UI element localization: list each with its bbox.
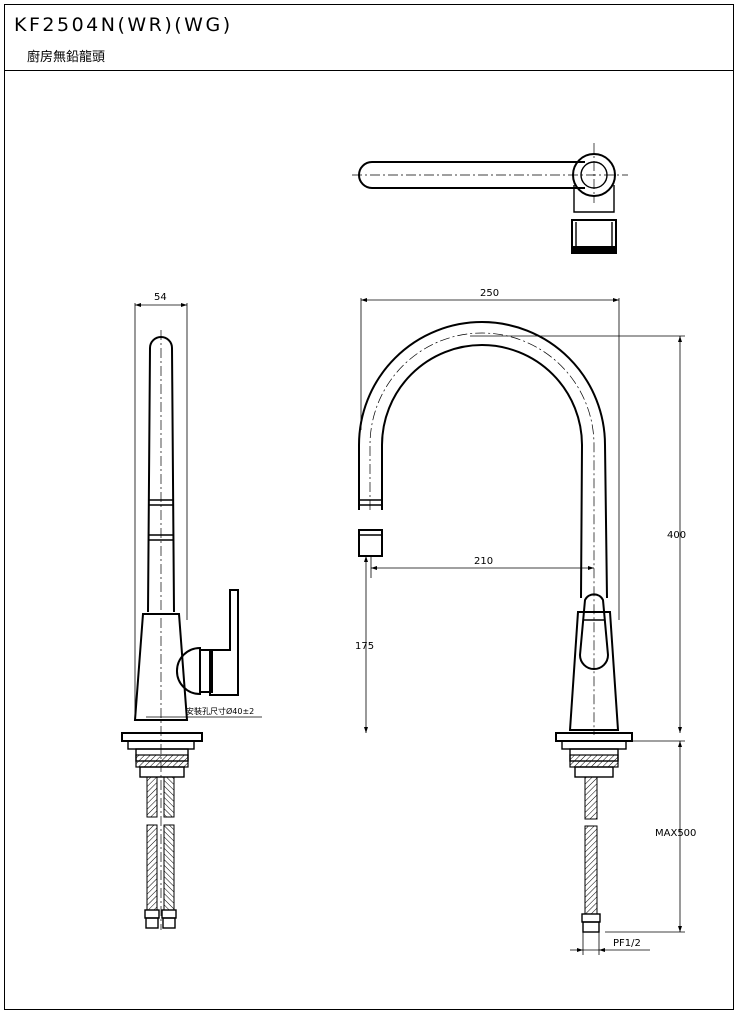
dim-inlet-thread: PF1/2 [613, 938, 641, 949]
side-view: 54 安裝孔尺寸Ø40±2 [121, 292, 262, 930]
mounting-hole-label: 安裝孔尺寸Ø40±2 [186, 706, 254, 716]
header-separator [4, 70, 734, 71]
dim-total-height: 400 [667, 530, 686, 541]
dim-side-width: 54 [154, 292, 167, 303]
model-number: KF2504N(WR)(WG) [14, 14, 233, 36]
dim-spout-reach: 250 [480, 288, 499, 299]
dim-hose-length: MAX500 [655, 828, 696, 839]
dim-aerator-height: 175 [355, 641, 374, 652]
dim-aerator-to-center: 210 [474, 556, 493, 567]
product-subtitle: 廚房無鉛龍頭 [27, 50, 106, 65]
front-view: 250 400 175 210 [355, 288, 696, 955]
top-view [352, 143, 628, 254]
drawing-frame [4, 4, 734, 1010]
